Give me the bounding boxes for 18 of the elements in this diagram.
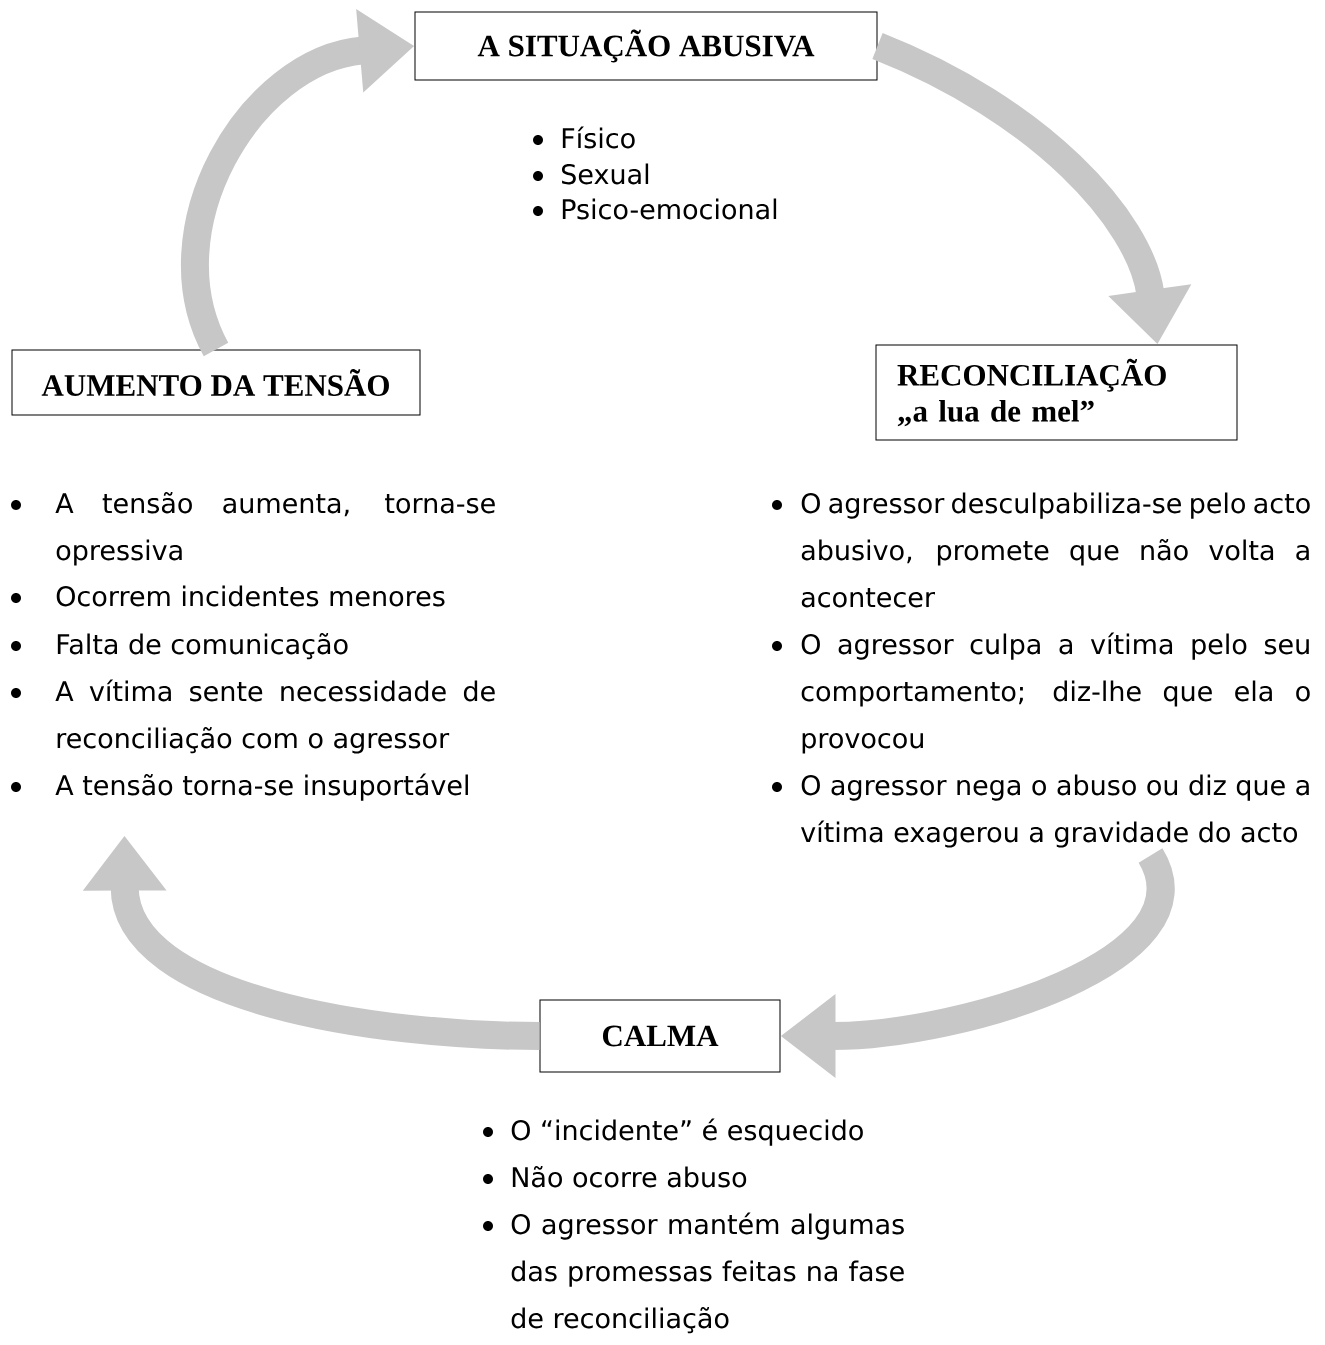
bullet-item: Não ocorre abuso xyxy=(483,1166,747,1188)
bullet-item: Físico xyxy=(533,126,635,149)
bullet-item: A tensão aumenta, torna-se opressiva xyxy=(11,492,495,566)
stage-box: CALMA xyxy=(539,999,781,1073)
bullet-item: O agressor nega o abuso ou diz que a vítima exagerou a gravidade do acto xyxy=(772,774,1309,848)
bullet-item: O agressor mantém algumas das promessas feitas na fase de reconciliação xyxy=(483,1212,904,1334)
bullet-item: Falta de comunicação xyxy=(11,633,348,660)
bullet-item: A vítima sente necessidade de reconciliação com o agressor xyxy=(11,679,495,754)
bullet-item: Sexual xyxy=(533,163,649,185)
bullet-item: Psico-emocional xyxy=(533,198,777,220)
bullet-item: O “incidente” é esquecido xyxy=(483,1118,863,1146)
stage-box: RECONCILIAÇÃO „a lua de mel” xyxy=(875,344,1238,441)
stage-box: A SITUAÇÃO ABUSIVA xyxy=(414,11,878,81)
bullet-item: A tensão torna-se insuportável xyxy=(11,773,468,801)
bullet-item: O agressor desculpabiliza-se pelo acto abusivo, promete que não volta a acontecer xyxy=(772,492,1310,608)
stage-box: AUMENTO DA TENSÃO xyxy=(11,349,421,416)
bullet-item: O agressor culpa a vítima pelo seu comportamento; diz-lhe que ela o provocou xyxy=(772,632,1310,754)
bullet-item: Ocorrem incidentes menores xyxy=(11,585,445,607)
